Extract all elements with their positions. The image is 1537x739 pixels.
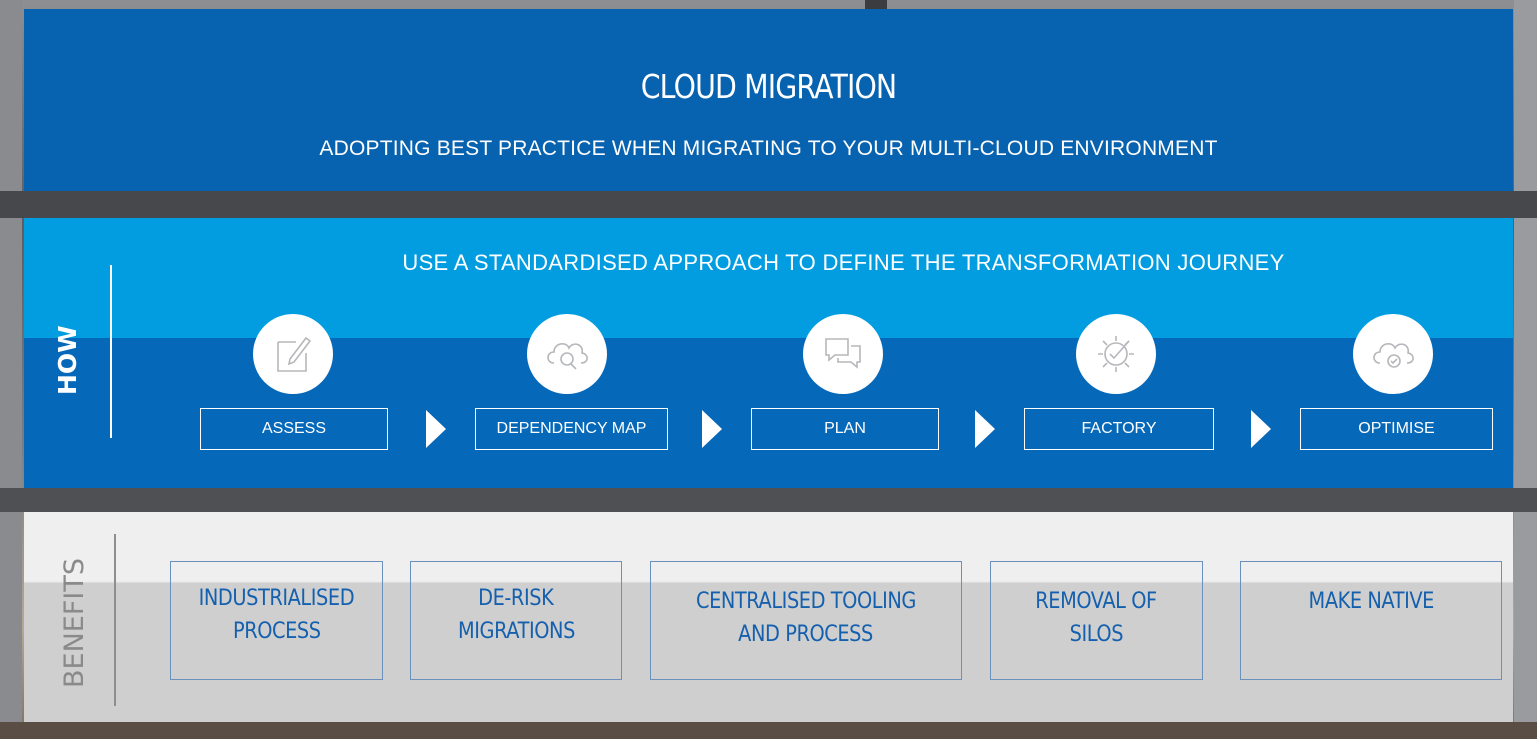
step-optimise: OPTIMISE (1300, 408, 1493, 450)
benefit-line2: PROCESS (232, 619, 321, 644)
benefits-label: BENEFITS (59, 558, 90, 688)
how-divider-line (110, 265, 112, 438)
chevron-right-icon (1251, 410, 1271, 448)
step-dependency-map: DEPENDENCY MAP (475, 408, 668, 450)
benefit-card: DE-RISK MIGRATIONS (410, 561, 622, 680)
gear-check-icon (1076, 314, 1156, 394)
benefit-line1: CENTRALISED TOOLING (696, 589, 916, 614)
benefit-card: INDUSTRIALISED PROCESS (170, 561, 383, 680)
benefit-card: MAKE NATIVE (1240, 561, 1502, 680)
benefit-line2: SILOS (1069, 622, 1124, 647)
step-factory: FACTORY (1024, 408, 1214, 450)
cloud-check-icon (1353, 314, 1433, 394)
header-band: CLOUD MIGRATION ADOPTING BEST PRACTICE W… (24, 9, 1513, 191)
step-assess: ASSESS (200, 408, 388, 450)
benefits-divider-line (114, 534, 116, 706)
step-label: FACTORY (1081, 420, 1157, 437)
how-heading: USE A STANDARDISED APPROACH TO DEFINE TH… (402, 250, 1285, 275)
how-light-strip (24, 218, 1513, 338)
how-band: HOW USE A STANDARDISED APPROACH TO DEFIN… (24, 218, 1513, 488)
cloud-search-icon (527, 314, 607, 394)
background-bar-top (0, 191, 1537, 218)
chevron-right-icon (975, 410, 995, 448)
page-title: CLOUD MIGRATION (640, 67, 897, 106)
step-label: OPTIMISE (1358, 420, 1435, 437)
benefit-line1: REMOVAL OF (1035, 589, 1158, 614)
benefit-line1: DE-RISK (478, 586, 554, 611)
background-bar-middle (0, 488, 1537, 512)
chevron-right-icon (702, 410, 722, 448)
step-label: PLAN (824, 420, 866, 437)
benefit-card: REMOVAL OF SILOS (990, 561, 1203, 680)
benefit-line2: AND PROCESS (738, 622, 874, 647)
benefits-band: BENEFITS INDUSTRIALISED PROCESS DE-RISK … (24, 512, 1513, 722)
how-label: HOW (53, 325, 82, 395)
chevron-right-icon (426, 410, 446, 448)
edit-note-icon (253, 314, 333, 394)
benefit-line1: INDUSTRIALISED (198, 586, 355, 611)
benefit-line2: MIGRATIONS (457, 619, 575, 644)
chat-bubbles-icon (803, 314, 883, 394)
page-subtitle: ADOPTING BEST PRACTICE WHEN MIGRATING TO… (319, 137, 1218, 160)
step-plan: PLAN (751, 408, 939, 450)
background-bar-bottom (0, 722, 1537, 739)
step-label: ASSESS (261, 420, 327, 437)
benefit-card: CENTRALISED TOOLING AND PROCESS (650, 561, 962, 680)
background-frame-left (0, 0, 22, 739)
step-label: DEPENDENCY MAP (496, 420, 647, 437)
background-frame-right (1514, 0, 1537, 739)
benefit-line1: MAKE NATIVE (1308, 589, 1434, 614)
